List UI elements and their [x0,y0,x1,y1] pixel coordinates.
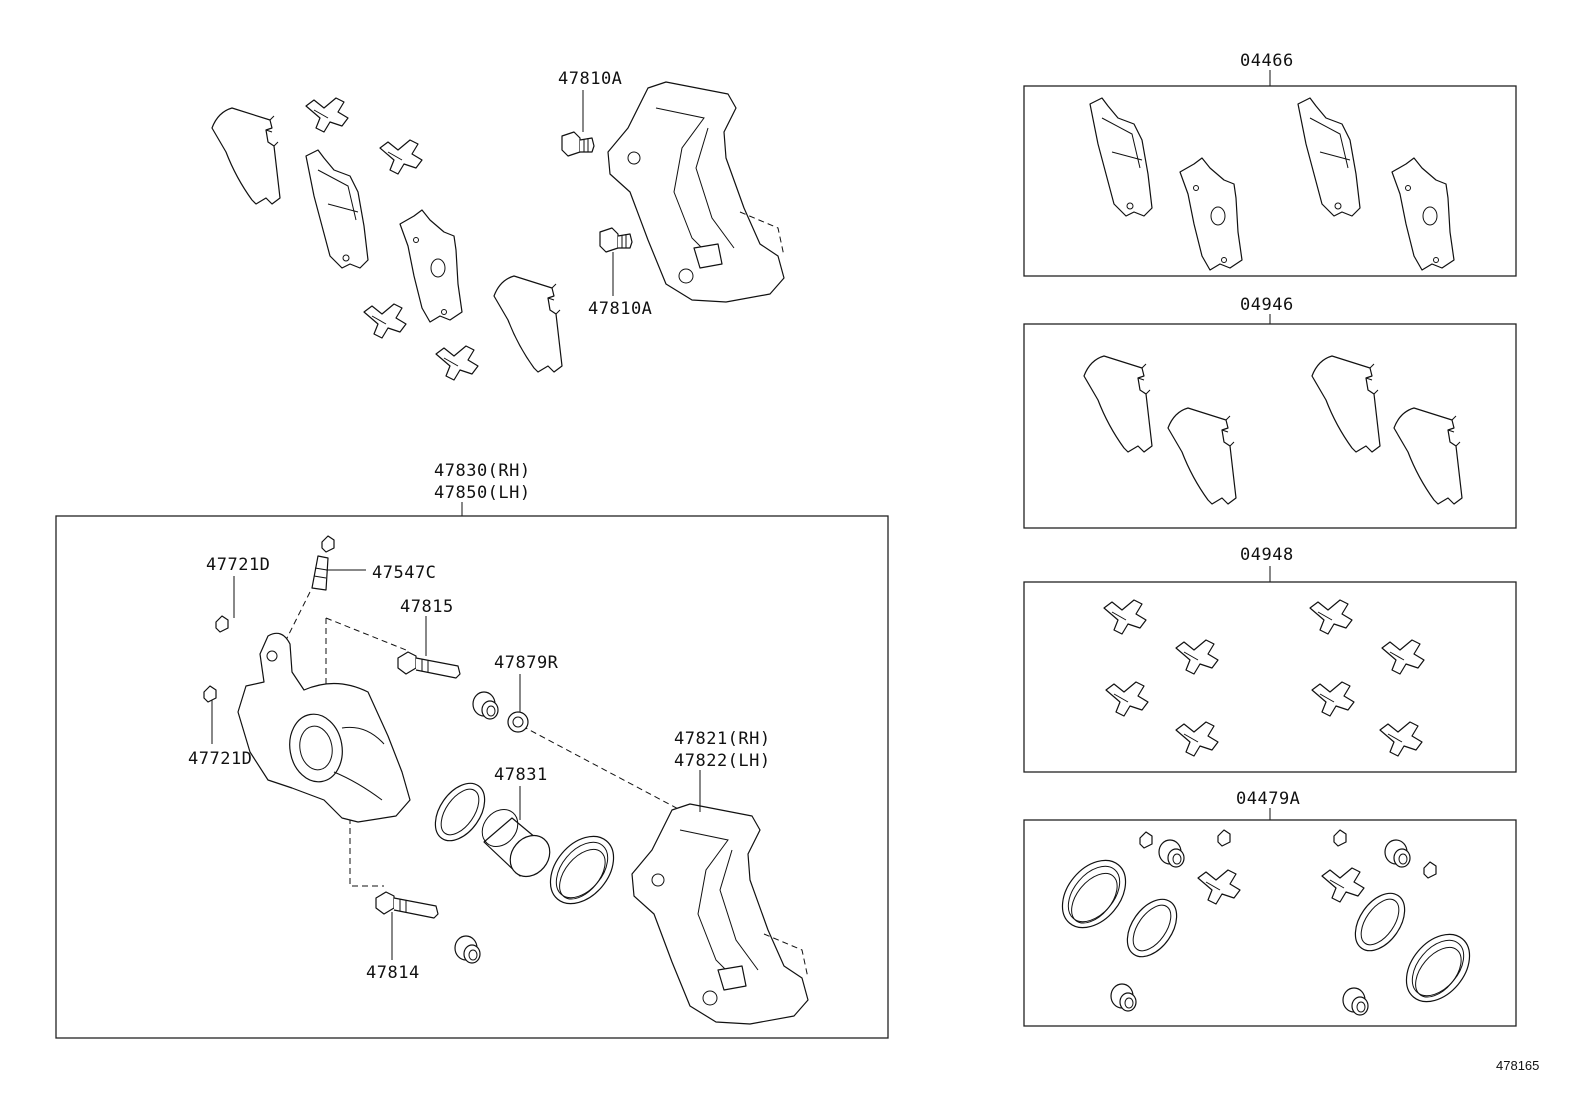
label-47810a-lower: 47810A [588,299,652,319]
kit-shim-2 [1167,407,1237,505]
kit-clip-5 [1309,599,1353,635]
outer-shim-left [211,107,281,205]
kit-clip-7 [1311,681,1355,717]
label-47810a-upper: 47810A [558,69,622,89]
bleeder-plug [311,555,329,591]
label-04946: 04946 [1240,295,1294,315]
kit-piston-boot-right [1393,921,1483,1015]
slide-pin-lower [375,891,439,919]
label-47721d-upper: 47721D [206,555,270,575]
kit-pin-boot-lower-right [1342,987,1369,1016]
pin-bushing [507,711,529,733]
upper-mounting-bracket: 47810A 47810A [558,69,785,319]
kit-clip-4 [1175,721,1219,757]
kit-pad-4 [1391,157,1455,271]
label-47814: 47814 [366,963,420,983]
label-47821-rh: 47821(RH) [674,729,771,749]
kit-pad-1 [1089,97,1153,217]
label-47831: 47831 [494,765,548,785]
kit-04948: 04948 [1023,545,1517,773]
label-04948: 04948 [1240,545,1294,565]
kit-04466: 04466 [1023,51,1517,277]
kit-pin-boot-left [1158,839,1185,868]
kit-clip-8 [1379,721,1423,757]
kit-clip-2 [1175,639,1219,675]
label-47547c: 47547C [372,563,436,583]
kit-pad-2 [1179,157,1243,271]
support-clip-low [363,303,407,339]
figure-number: 478165 [1496,1058,1539,1073]
torque-plate-upper [607,81,785,303]
pin-boot-upper [472,691,499,720]
frame-04479a [1023,819,1517,1027]
frame-04946 [1023,323,1517,529]
label-47850-lh: 47850(LH) [434,483,531,503]
mount-bolt-lower [599,227,633,253]
label-47879r: 47879R [494,653,559,673]
label-47822-lh: 47822(LH) [674,751,771,771]
kit-piston-boot-left [1049,847,1139,941]
mount-bolt-upper [561,131,595,157]
label-47721d-lower: 47721D [188,749,252,769]
support-clip-mid [379,139,423,175]
kit-shim-3 [1311,355,1381,453]
bleeder-cap-upper [215,615,229,633]
kit-bushing-right [1321,867,1365,903]
kit-pin-boot-lower-left [1110,983,1137,1012]
kit-clip-1 [1103,599,1147,635]
kit-bushing-left [1197,869,1241,905]
support-clip-bottom [435,345,479,381]
label-04479a: 04479A [1236,789,1300,809]
support-clip-top [305,97,349,133]
label-47830-rh: 47830(RH) [434,461,531,481]
pin-boot-lower [454,935,481,964]
pad-exploded-group [211,97,563,381]
caliper-assembly-parts: 47721D 47721D 47547C 47815 47879R 47831 … [188,535,809,1025]
frame-04466 [1023,85,1517,277]
caliper-piston [481,809,551,878]
kit-shim-1 [1083,355,1153,453]
bleeder-cap-top [321,535,335,553]
slide-pin-upper [397,651,461,679]
piston-boot [537,823,627,917]
kit-clip-6 [1381,639,1425,675]
kit-pin-boot-right [1384,839,1411,868]
kit-cap-2 [1217,829,1231,847]
frame-04948 [1023,581,1517,773]
bleeder-cap-lower [203,685,217,703]
kit-cap-3 [1333,829,1347,847]
kit-shim-4 [1393,407,1463,505]
caliper-assembly-frame [55,515,889,1039]
label-04466: 04466 [1240,51,1294,71]
kit-cap-4 [1423,861,1437,879]
kit-seal-left [1116,889,1188,967]
kit-clip-3 [1105,681,1149,717]
kit-pad-3 [1297,97,1361,217]
outer-pad [305,149,369,269]
kit-04946: 04946 [1023,295,1517,529]
piston-seal [424,773,496,851]
inner-pad [399,209,463,323]
caliper-body [237,632,411,823]
kit-cap-1 [1139,831,1153,849]
kit-04479a: 04479A [1023,789,1517,1027]
caliper-mounting [631,803,809,1025]
inner-shim [493,275,563,373]
label-47815: 47815 [400,597,454,617]
